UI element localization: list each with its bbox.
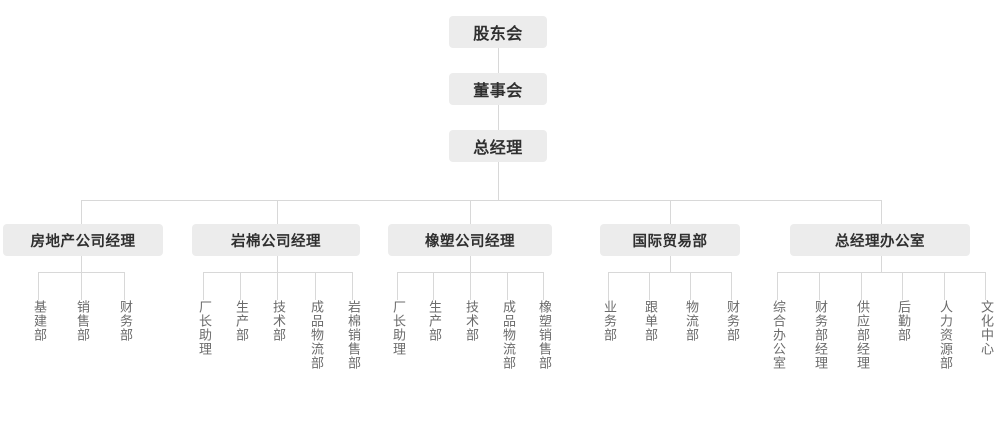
connector-leaf-tick-4-3 xyxy=(902,272,903,300)
connector-leaf-tick-3-0 xyxy=(608,272,609,300)
connector-leaf-tick-4-4 xyxy=(944,272,945,300)
unit-node-3[interactable]: 国际贸易部 xyxy=(600,224,740,256)
connector-leaf-tick-1-4 xyxy=(352,272,353,300)
unit-node-2[interactable]: 橡塑公司经理 xyxy=(388,224,552,256)
connector-unit-drop-3 xyxy=(670,200,671,224)
connector-top-1 xyxy=(498,105,499,130)
unit-node-4[interactable]: 总经理办公室 xyxy=(790,224,970,256)
leaf-node-4-4[interactable]: 人力资源部 xyxy=(937,300,952,370)
connector-leaf-tick-0-1 xyxy=(81,272,82,300)
connector-leaf-tick-3-1 xyxy=(649,272,650,300)
connector-leaf-tick-1-2 xyxy=(277,272,278,300)
top-node-0[interactable]: 股东会 xyxy=(449,16,547,48)
connector-leaf-tick-3-3 xyxy=(731,272,732,300)
leaf-node-1-2[interactable]: 技术部 xyxy=(270,300,285,342)
unit-node-1[interactable]: 岩棉公司经理 xyxy=(192,224,360,256)
connector-leaf-bus-3 xyxy=(608,272,731,273)
leaf-node-2-3[interactable]: 成品物流部 xyxy=(500,300,515,370)
connector-leaf-tick-2-2 xyxy=(470,272,471,300)
leaf-node-1-4[interactable]: 岩棉销售部 xyxy=(345,300,360,370)
leaf-node-1-3[interactable]: 成品物流部 xyxy=(308,300,323,370)
connector-top-0 xyxy=(498,48,499,73)
connector-leaf-tick-1-0 xyxy=(203,272,204,300)
leaf-node-2-2[interactable]: 技术部 xyxy=(463,300,478,342)
leaf-node-3-1[interactable]: 跟单部 xyxy=(642,300,657,342)
connector-gm-stem xyxy=(498,162,499,200)
leaf-node-3-0[interactable]: 业务部 xyxy=(601,300,616,342)
connector-leaf-tick-1-1 xyxy=(240,272,241,300)
leaf-node-4-0[interactable]: 综合办公室 xyxy=(770,300,785,370)
connector-unit-drop-0 xyxy=(81,200,82,224)
connector-leaf-tick-1-3 xyxy=(315,272,316,300)
connector-leaf-tick-2-4 xyxy=(543,272,544,300)
connector-unit-drop-4 xyxy=(881,200,882,224)
connector-unit-stem-4 xyxy=(881,256,882,272)
connector-leaf-tick-4-1 xyxy=(819,272,820,300)
leaf-node-1-1[interactable]: 生产部 xyxy=(233,300,248,342)
connector-leaf-tick-3-2 xyxy=(690,272,691,300)
connector-leaf-tick-2-1 xyxy=(433,272,434,300)
unit-node-0[interactable]: 房地产公司经理 xyxy=(3,224,163,256)
leaf-node-4-3[interactable]: 后勤部 xyxy=(895,300,910,342)
leaf-node-0-2[interactable]: 财务部 xyxy=(117,300,132,342)
connector-leaf-bus-4 xyxy=(777,272,985,273)
connector-unit-stem-1 xyxy=(277,256,278,272)
connector-leaf-tick-4-5 xyxy=(985,272,986,300)
leaf-node-3-3[interactable]: 财务部 xyxy=(724,300,739,342)
connector-leaf-tick-4-0 xyxy=(777,272,778,300)
top-node-1[interactable]: 董事会 xyxy=(449,73,547,105)
leaf-node-4-1[interactable]: 财务部经理 xyxy=(812,300,827,370)
connector-unit-bus xyxy=(81,200,881,201)
connector-leaf-tick-2-3 xyxy=(507,272,508,300)
leaf-node-0-0[interactable]: 基建部 xyxy=(31,300,46,342)
connector-unit-stem-2 xyxy=(470,256,471,272)
leaf-node-3-2[interactable]: 物流部 xyxy=(683,300,698,342)
leaf-node-0-1[interactable]: 销售部 xyxy=(74,300,89,342)
leaf-node-1-0[interactable]: 厂长助理 xyxy=(196,300,211,356)
connector-leaf-tick-0-2 xyxy=(124,272,125,300)
connector-unit-drop-2 xyxy=(470,200,471,224)
leaf-node-2-0[interactable]: 厂长助理 xyxy=(390,300,405,356)
connector-leaf-tick-4-2 xyxy=(861,272,862,300)
top-node-2[interactable]: 总经理 xyxy=(449,130,547,162)
leaf-node-2-4[interactable]: 橡塑销售部 xyxy=(536,300,551,370)
connector-unit-stem-0 xyxy=(81,256,82,272)
connector-unit-stem-3 xyxy=(670,256,671,272)
connector-leaf-tick-0-0 xyxy=(38,272,39,300)
leaf-node-2-1[interactable]: 生产部 xyxy=(426,300,441,342)
connector-unit-drop-1 xyxy=(277,200,278,224)
leaf-node-4-5[interactable]: 文化中心 xyxy=(978,300,993,356)
leaf-node-4-2[interactable]: 供应部经理 xyxy=(854,300,869,370)
connector-leaf-tick-2-0 xyxy=(397,272,398,300)
